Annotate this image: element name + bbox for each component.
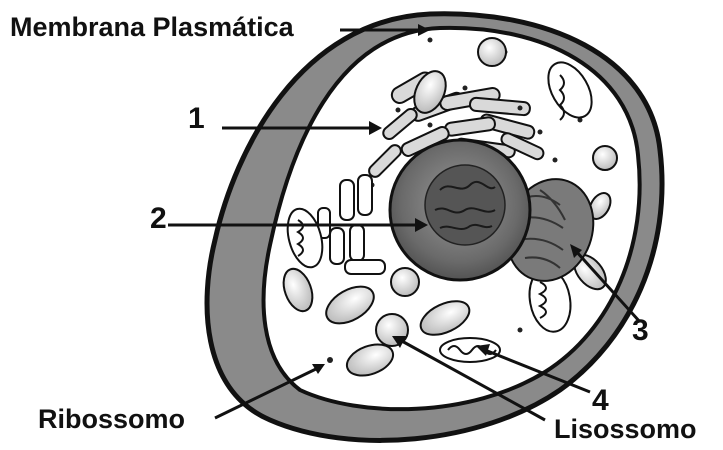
label-ribossomo: Ribossomo bbox=[38, 406, 185, 433]
nucleus bbox=[390, 140, 530, 280]
label-number-4: 4 bbox=[592, 386, 609, 416]
label-number-1: 1 bbox=[188, 104, 205, 134]
label-membrana-plasmatica: Membrana Plasmática bbox=[10, 14, 294, 41]
label-lisossomo: Lisossomo bbox=[554, 416, 697, 443]
label-number-3: 3 bbox=[632, 316, 649, 346]
label-number-2: 2 bbox=[150, 204, 167, 234]
